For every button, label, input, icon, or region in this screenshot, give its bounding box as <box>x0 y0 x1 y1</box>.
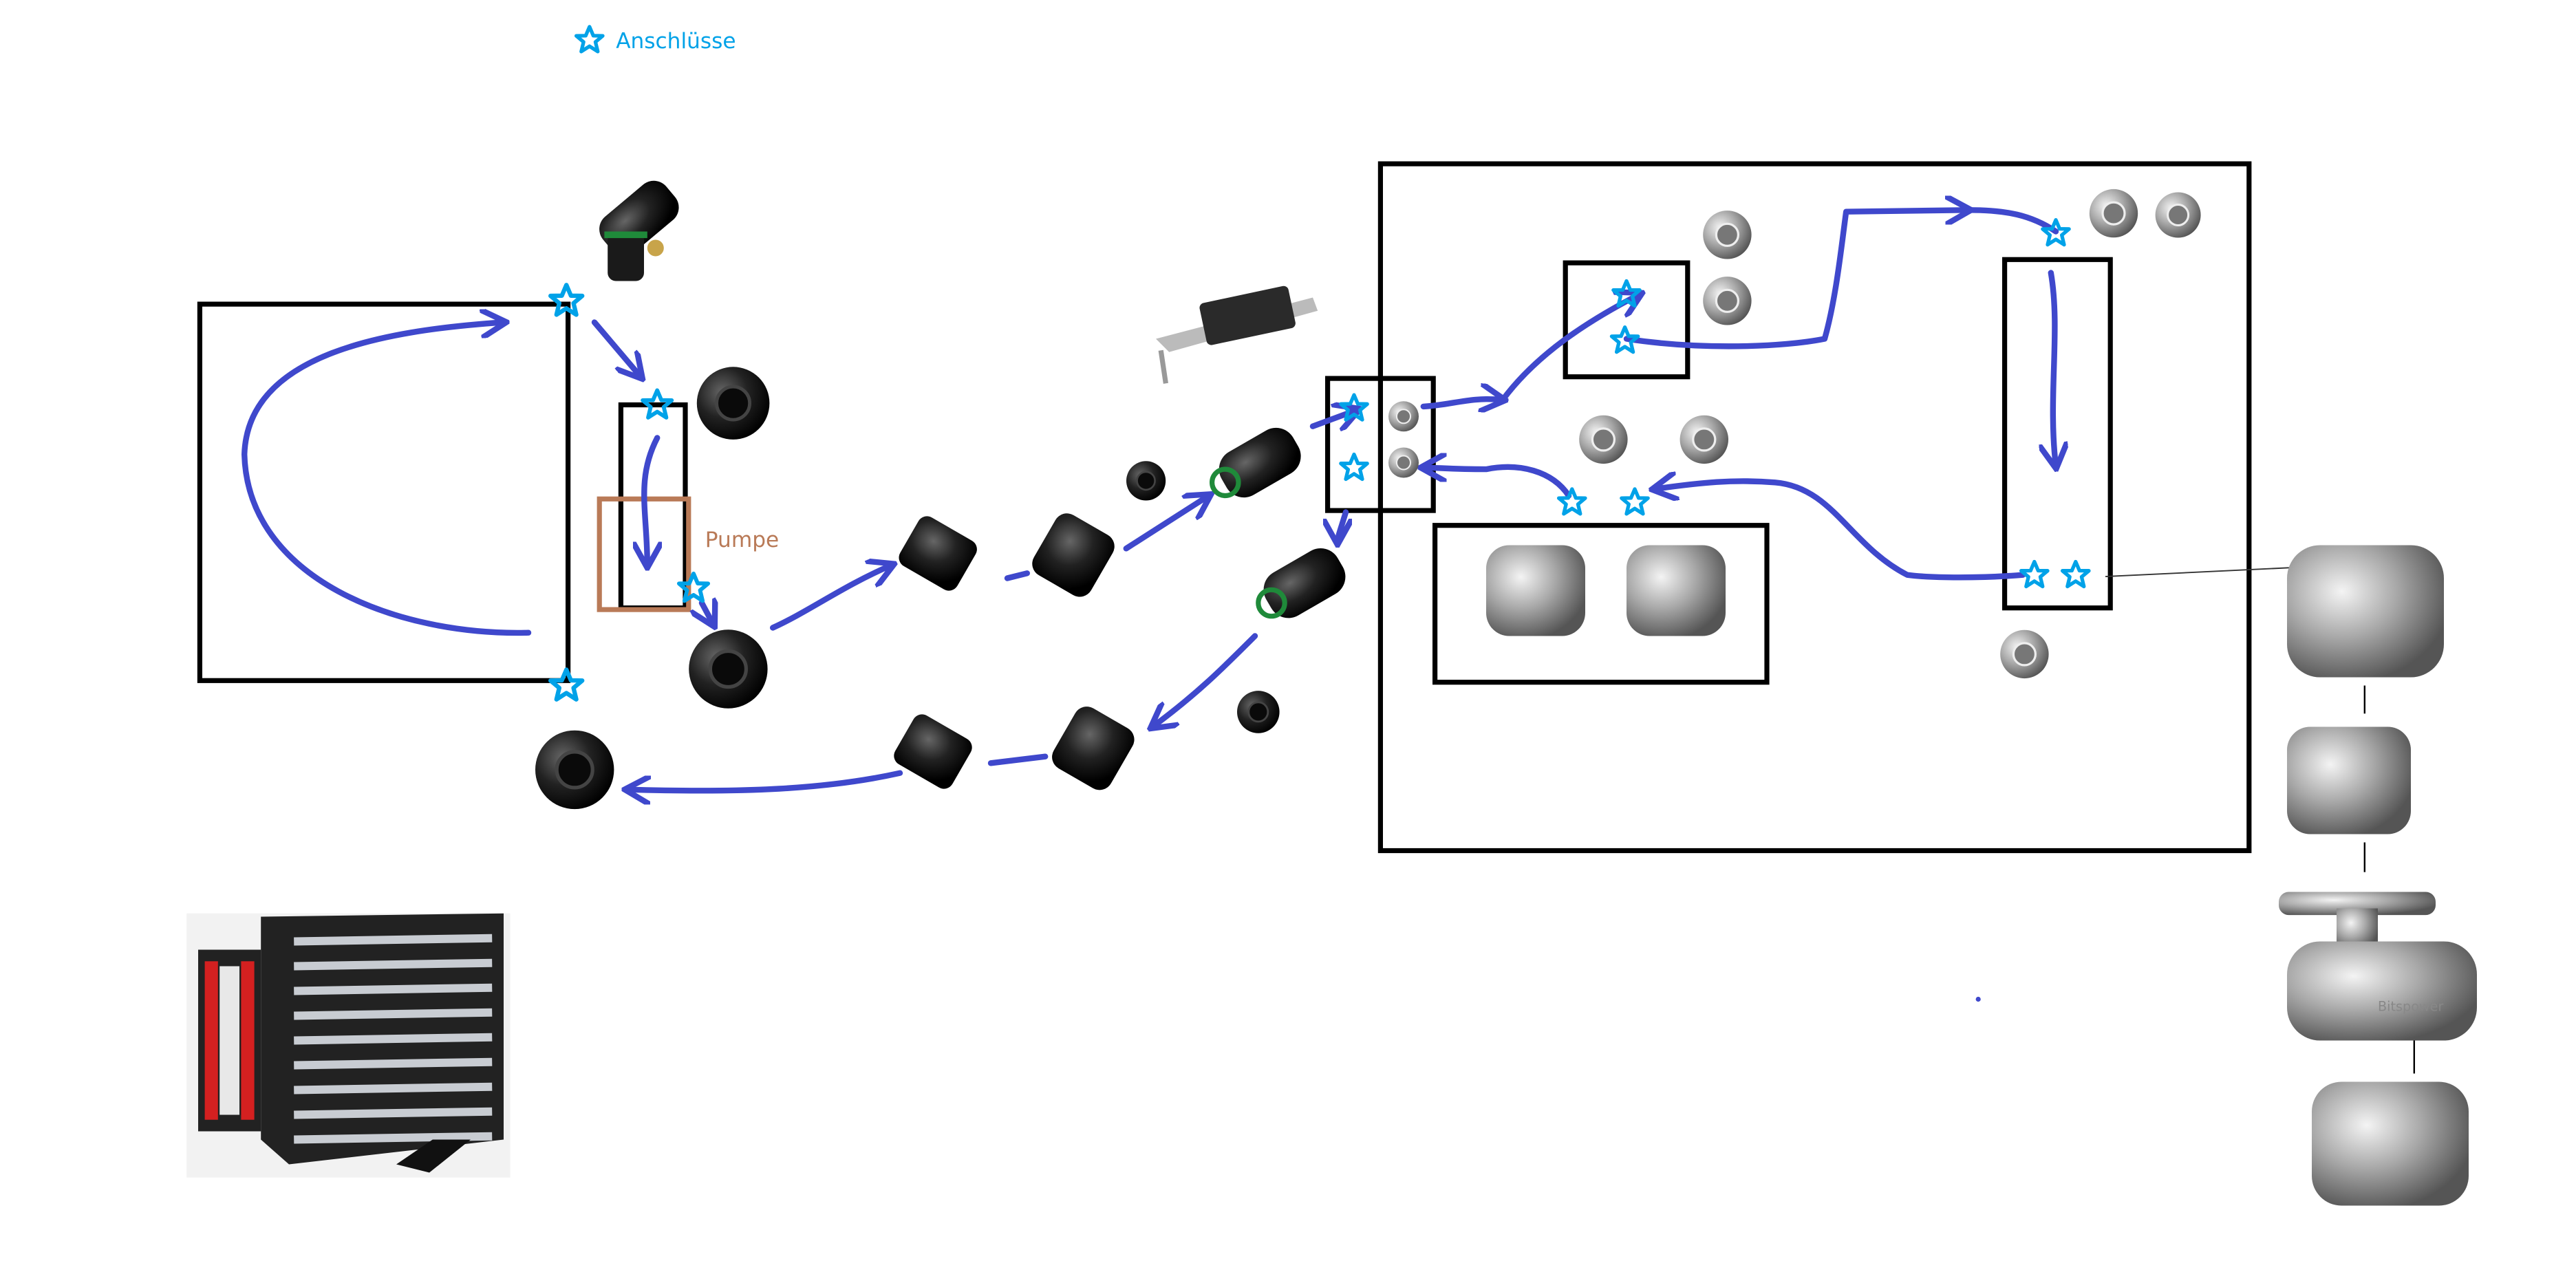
compression-fitting-image <box>689 629 767 708</box>
barb-fitting-detail-image <box>2312 1081 2469 1206</box>
flow-arrow <box>1152 633 1258 727</box>
star-icon <box>550 669 582 699</box>
radiator-photo <box>186 913 511 1178</box>
flow-arrow <box>1004 570 1030 581</box>
flow-arrow <box>1655 481 2026 581</box>
compression-fitting-image <box>697 367 770 440</box>
star-icon <box>1341 455 1367 479</box>
flow-arrow <box>242 323 532 636</box>
black-fittings <box>535 180 1346 809</box>
flow-arrow <box>1424 467 1572 499</box>
stray-dot <box>1975 996 1981 1002</box>
quick-disconnect-female-image <box>1032 513 1115 597</box>
logo-text: Bitspower <box>2378 998 2443 1014</box>
flow-arrow <box>1338 509 1346 542</box>
flow-arrow <box>1420 399 1503 407</box>
flow-arrow <box>627 770 903 791</box>
angled-45-fitting-image <box>599 180 679 281</box>
chrome-fitting-image <box>2088 188 2139 239</box>
ball-valve-image: Bitspower <box>2279 892 2477 1041</box>
pci-slot-passthrough-image <box>1156 285 1318 384</box>
reservoir-box <box>618 402 688 611</box>
star-icon <box>1559 489 1585 514</box>
chrome-fitting-image <box>1702 275 1753 327</box>
quick-disconnect-female-image <box>1052 707 1135 790</box>
angled-90-fitting-image <box>1627 545 1726 636</box>
flow-arrow <box>1965 207 2059 235</box>
chrome-fitting-image <box>1702 209 1753 261</box>
flow-arrow <box>644 435 657 565</box>
cpu-block-box <box>1563 260 1690 380</box>
flow-arrow <box>1309 410 1357 427</box>
angled-90-fitting-image <box>1486 545 1585 636</box>
chrome-fittings <box>1388 188 2202 680</box>
star-icon <box>2021 562 2048 587</box>
rotary-fitting-image <box>1256 548 1346 619</box>
side-radiator-box <box>2002 257 2113 611</box>
legend: Anschlüsse <box>577 27 736 54</box>
star-icon <box>1622 489 1648 514</box>
case-passthrough-box <box>1324 376 1436 513</box>
compression-fitting-image <box>535 731 614 809</box>
flow-arrow <box>1623 210 1968 349</box>
chrome-fitting-image <box>1678 414 1730 465</box>
connection-points <box>550 220 2089 700</box>
legend-label: Anschlüsse <box>616 29 736 54</box>
star-icon <box>1613 281 1640 306</box>
star-outline-icon <box>577 27 603 52</box>
flow-arrow <box>1123 496 1209 552</box>
rotary-fitting-image <box>1210 427 1301 499</box>
quick-disconnect-male-image <box>899 516 977 591</box>
extender-fitting-detail-image <box>2287 726 2411 834</box>
gpu-block-box <box>1432 523 1770 685</box>
flow-arrow <box>987 753 1049 766</box>
star-icon <box>2063 562 2089 587</box>
radiator-box <box>197 301 571 683</box>
flow-arrow <box>770 565 892 631</box>
flow-arrows <box>242 207 2059 791</box>
callout-line <box>2105 565 2312 578</box>
chrome-fitting-image <box>1388 446 1419 479</box>
small-fitting-image <box>1125 460 1167 502</box>
chrome-fitting-image <box>1999 629 2050 680</box>
flow-arrow <box>702 603 713 625</box>
small-fitting-image <box>1236 689 1280 735</box>
flow-arrow <box>2051 270 2056 466</box>
star-icon <box>550 285 582 314</box>
chrome-fitting-image <box>1388 400 1419 433</box>
quick-disconnect-male-image <box>894 714 972 789</box>
pc-case-box <box>1377 161 2252 854</box>
flow-arrow <box>591 319 641 377</box>
chrome-fitting-image <box>1578 414 1629 465</box>
chrome-fitting-image <box>2154 191 2202 239</box>
pump-label: Pumpe <box>705 528 779 552</box>
fitting-detail-column: Bitspower <box>2105 545 2477 1206</box>
frames <box>197 161 2252 854</box>
angled-90-fitting-detail-image <box>2287 545 2444 678</box>
